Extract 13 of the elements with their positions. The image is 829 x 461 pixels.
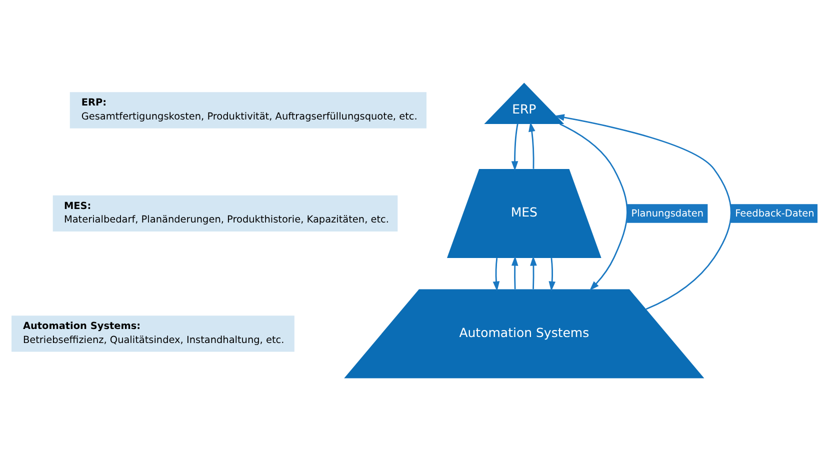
edge-label: Planungsdaten <box>631 208 704 220</box>
arrow <box>511 124 518 171</box>
arrow <box>560 123 628 291</box>
node-box: Automation Systems: Betriebseffizienz, Qualitätsindex, Instandhaltung, etc. <box>11 316 294 352</box>
edge-label: Feedback-Daten <box>735 208 814 220</box>
arrow <box>511 256 518 290</box>
arrow <box>530 256 537 290</box>
arrow <box>492 258 500 292</box>
arrow <box>548 258 556 292</box>
arrow <box>554 114 732 310</box>
arrow <box>528 122 536 169</box>
node-box: ERP: Gesamtfertigungskosten, Produktivität, Auftragserfüllungsquote, etc. <box>70 92 426 128</box>
node-box: MES: Materialbedarf, Planänderungen, Produkthistorie, Kapazitäten, etc. <box>52 195 398 232</box>
